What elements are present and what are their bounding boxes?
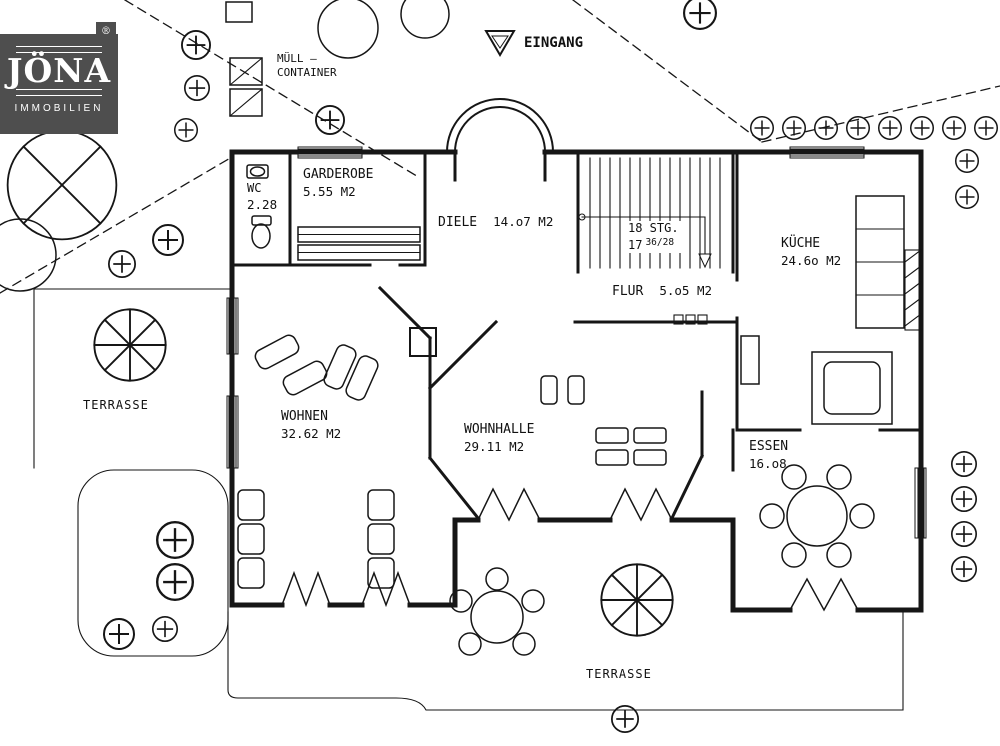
kueche-area: 24.6o M2 <box>781 252 842 268</box>
tree-icon <box>108 250 136 278</box>
muell-container-label: MÜLL –CONTAINER <box>277 52 337 81</box>
tree-icon <box>152 616 178 642</box>
entrance-arch <box>445 98 555 154</box>
property-boundary-dashed-lines <box>0 0 1000 294</box>
entrance-label: EINGANG <box>524 35 584 51</box>
wc-fixtures <box>246 164 272 249</box>
tree-icon <box>174 118 198 142</box>
muell-container-symbol <box>225 1 263 117</box>
room-label-flur: FLUR 5.o5 M2 <box>610 283 714 301</box>
tree-icon <box>400 0 450 39</box>
wc-name: WC <box>247 181 262 195</box>
tree-icon <box>103 618 135 650</box>
pillar <box>409 327 437 357</box>
wohnhalle-name: WOHNHALLE <box>464 422 535 437</box>
jona-logo: JÖNA IMMOBILIEN <box>0 34 118 134</box>
tree-icon <box>683 0 717 30</box>
stairs-dims: 36/28 <box>645 236 675 248</box>
tree-icon <box>955 149 979 173</box>
tree-icon <box>782 116 806 140</box>
tree-icon <box>184 75 210 101</box>
tree-icon <box>600 563 674 637</box>
garderobe-area: 5.55 M2 <box>303 183 356 199</box>
tree-icon <box>93 308 167 382</box>
logo-rule-bottom <box>16 88 102 96</box>
wc-area: 2.28 <box>247 196 278 212</box>
flur-detail-squares <box>673 314 708 325</box>
wohnhalle-area: 29.11 M2 <box>464 438 525 454</box>
stairs-steps: 18 STG. <box>628 221 679 235</box>
muell-line2: CONTAINER <box>277 66 337 80</box>
stairs-count: 17 <box>628 237 643 252</box>
diele-name: DIELE <box>438 215 478 230</box>
tree-icon <box>878 116 902 140</box>
wohnhalle-furniture <box>540 375 667 466</box>
flur-area: 5.o5 M2 <box>659 283 712 298</box>
room-label-diele: DIELE 14.o7 M2 <box>438 214 553 232</box>
tree-icon <box>951 521 977 547</box>
logo-rule-top <box>16 46 102 53</box>
tree-icon <box>942 116 966 140</box>
essen-dining-set <box>759 464 875 568</box>
wohnen-name: WOHNEN <box>281 409 328 424</box>
essen-area: 16.o8 <box>749 455 787 471</box>
tree-icon <box>974 116 998 140</box>
tree-icon <box>951 486 977 512</box>
trees-large <box>0 0 674 637</box>
muell-line1: MÜLL – <box>277 52 317 65</box>
garderobe-wardrobe <box>297 226 421 261</box>
chimney-hatch <box>904 249 922 331</box>
tree-icon <box>951 451 977 477</box>
tree-icon <box>910 116 934 140</box>
diele-area: 14.o7 M2 <box>493 214 554 229</box>
tree-icon <box>750 116 774 140</box>
terrace-outlines <box>33 288 904 711</box>
tree-icon <box>5 128 119 242</box>
entrance-arrow-icon <box>484 30 516 57</box>
tree-icon <box>156 521 194 559</box>
wohnen-area: 32.62 M2 <box>281 425 342 441</box>
logo-subtitle: IMMOBILIEN <box>14 102 104 114</box>
tree-icon <box>156 563 194 601</box>
windows <box>226 146 927 539</box>
kueche-name: KÜCHE <box>781 236 821 251</box>
terrasse-bottom-label: TERRASSE <box>586 667 652 681</box>
kitchen-fixtures <box>740 195 905 425</box>
terrasse-left-label: TERRASSE <box>83 398 149 412</box>
tree-icon <box>152 224 184 256</box>
tree-icon <box>955 185 979 209</box>
tree-icon <box>814 116 838 140</box>
tree-icon <box>951 556 977 582</box>
essen-name: ESSEN <box>749 439 789 454</box>
tree-icon <box>846 116 870 140</box>
tree-icon <box>0 218 57 292</box>
house-inner-walls <box>230 150 923 521</box>
flur-name: FLUR <box>612 284 644 299</box>
registered-mark: ® <box>96 22 116 42</box>
garderobe-name: GARDEROBE <box>303 167 374 182</box>
staircase <box>578 157 721 269</box>
terrace-dining-set <box>449 567 545 656</box>
logo-brand-name: JÖNA <box>6 51 112 90</box>
tree-icon <box>181 30 211 60</box>
tree-icon <box>315 105 345 135</box>
tree-icon <box>317 0 379 59</box>
folding-door-symbols <box>281 487 860 612</box>
wohnen-furniture <box>237 334 395 589</box>
